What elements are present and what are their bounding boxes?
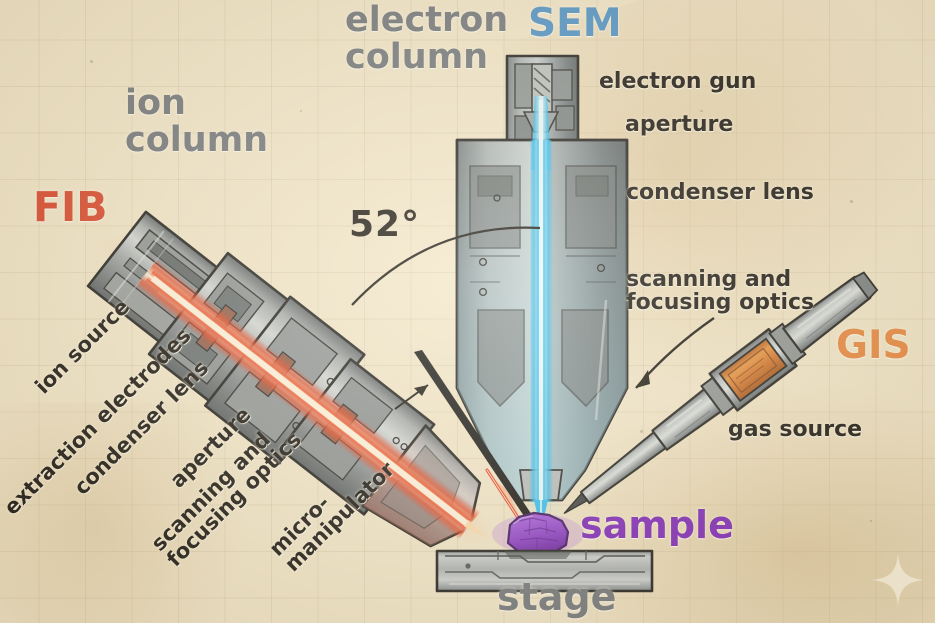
title-gis: GIS <box>836 323 911 368</box>
angle-arc-52 <box>351 226 541 306</box>
paper-speck <box>870 520 872 522</box>
paper-stain <box>0 403 260 623</box>
title-fib: FIB <box>33 183 108 231</box>
paper-speck <box>850 200 853 203</box>
title-ion-column: ion column <box>125 83 269 161</box>
sample-and-stage <box>435 511 654 593</box>
paper-speck <box>640 430 643 433</box>
title-electron-column: electron column <box>345 0 509 78</box>
sparkle-icon <box>872 554 924 606</box>
leader-arrow-sem-optics <box>635 317 715 389</box>
gis-assembly <box>563 271 879 514</box>
electron-column-assembly <box>455 50 629 550</box>
ion-beam <box>135 258 481 540</box>
angle-label-52: 52° <box>349 204 421 245</box>
electron-part-label-scanning-focusing-optics: scanning and focusing optics <box>626 267 815 316</box>
ion-column-assembly <box>86 210 496 548</box>
leader-arrow-micromanipulator <box>394 384 429 410</box>
title-stage: stage <box>497 575 617 619</box>
paper-speck <box>700 110 703 112</box>
electron-part-label-condenser-lens: condenser lens <box>626 180 814 205</box>
electron-beam <box>529 96 553 523</box>
paper-speck <box>300 110 302 112</box>
title-sem: SEM <box>528 1 622 46</box>
electron-part-label-aperture: aperture <box>625 112 734 137</box>
paper-speck <box>90 60 93 63</box>
electron-part-label-electron-gun: electron gun <box>599 69 757 94</box>
title-sample: sample <box>580 503 734 547</box>
gis-part-label-gas-source: gas source <box>728 417 863 442</box>
